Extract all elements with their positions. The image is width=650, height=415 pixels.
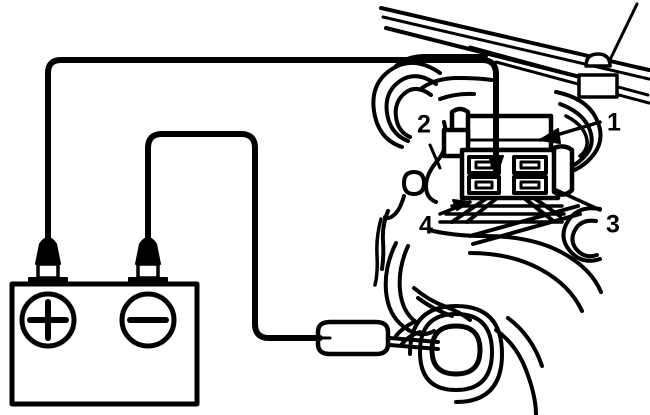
ground-lug-connector (315, 319, 440, 357)
lower-bracket-ring (383, 241, 544, 415)
upper-linkage-rods (379, 2, 650, 105)
negative-jumper-cable[interactable] (145, 131, 323, 341)
engine-housing-outlines (394, 54, 603, 313)
callout-label-4: 4 (419, 212, 433, 240)
callout-label-1: 1 (607, 109, 621, 137)
battery-positive-symbol (19, 291, 77, 349)
callout-label-2: 2 (417, 111, 431, 139)
battery-negative-post (128, 237, 168, 286)
positive-jumper-cable[interactable] (45, 57, 504, 267)
callout-label-3: 3 (606, 211, 620, 239)
battery-negative-symbol (119, 291, 177, 349)
starter-solenoid-block (438, 106, 575, 224)
vehicle-battery (9, 237, 200, 407)
engine-pulley-left (371, 61, 448, 287)
callout-labels: 1 2 3 4 (417, 109, 621, 240)
callout-leader-lines (428, 120, 602, 216)
battery-positive-post (28, 237, 68, 286)
